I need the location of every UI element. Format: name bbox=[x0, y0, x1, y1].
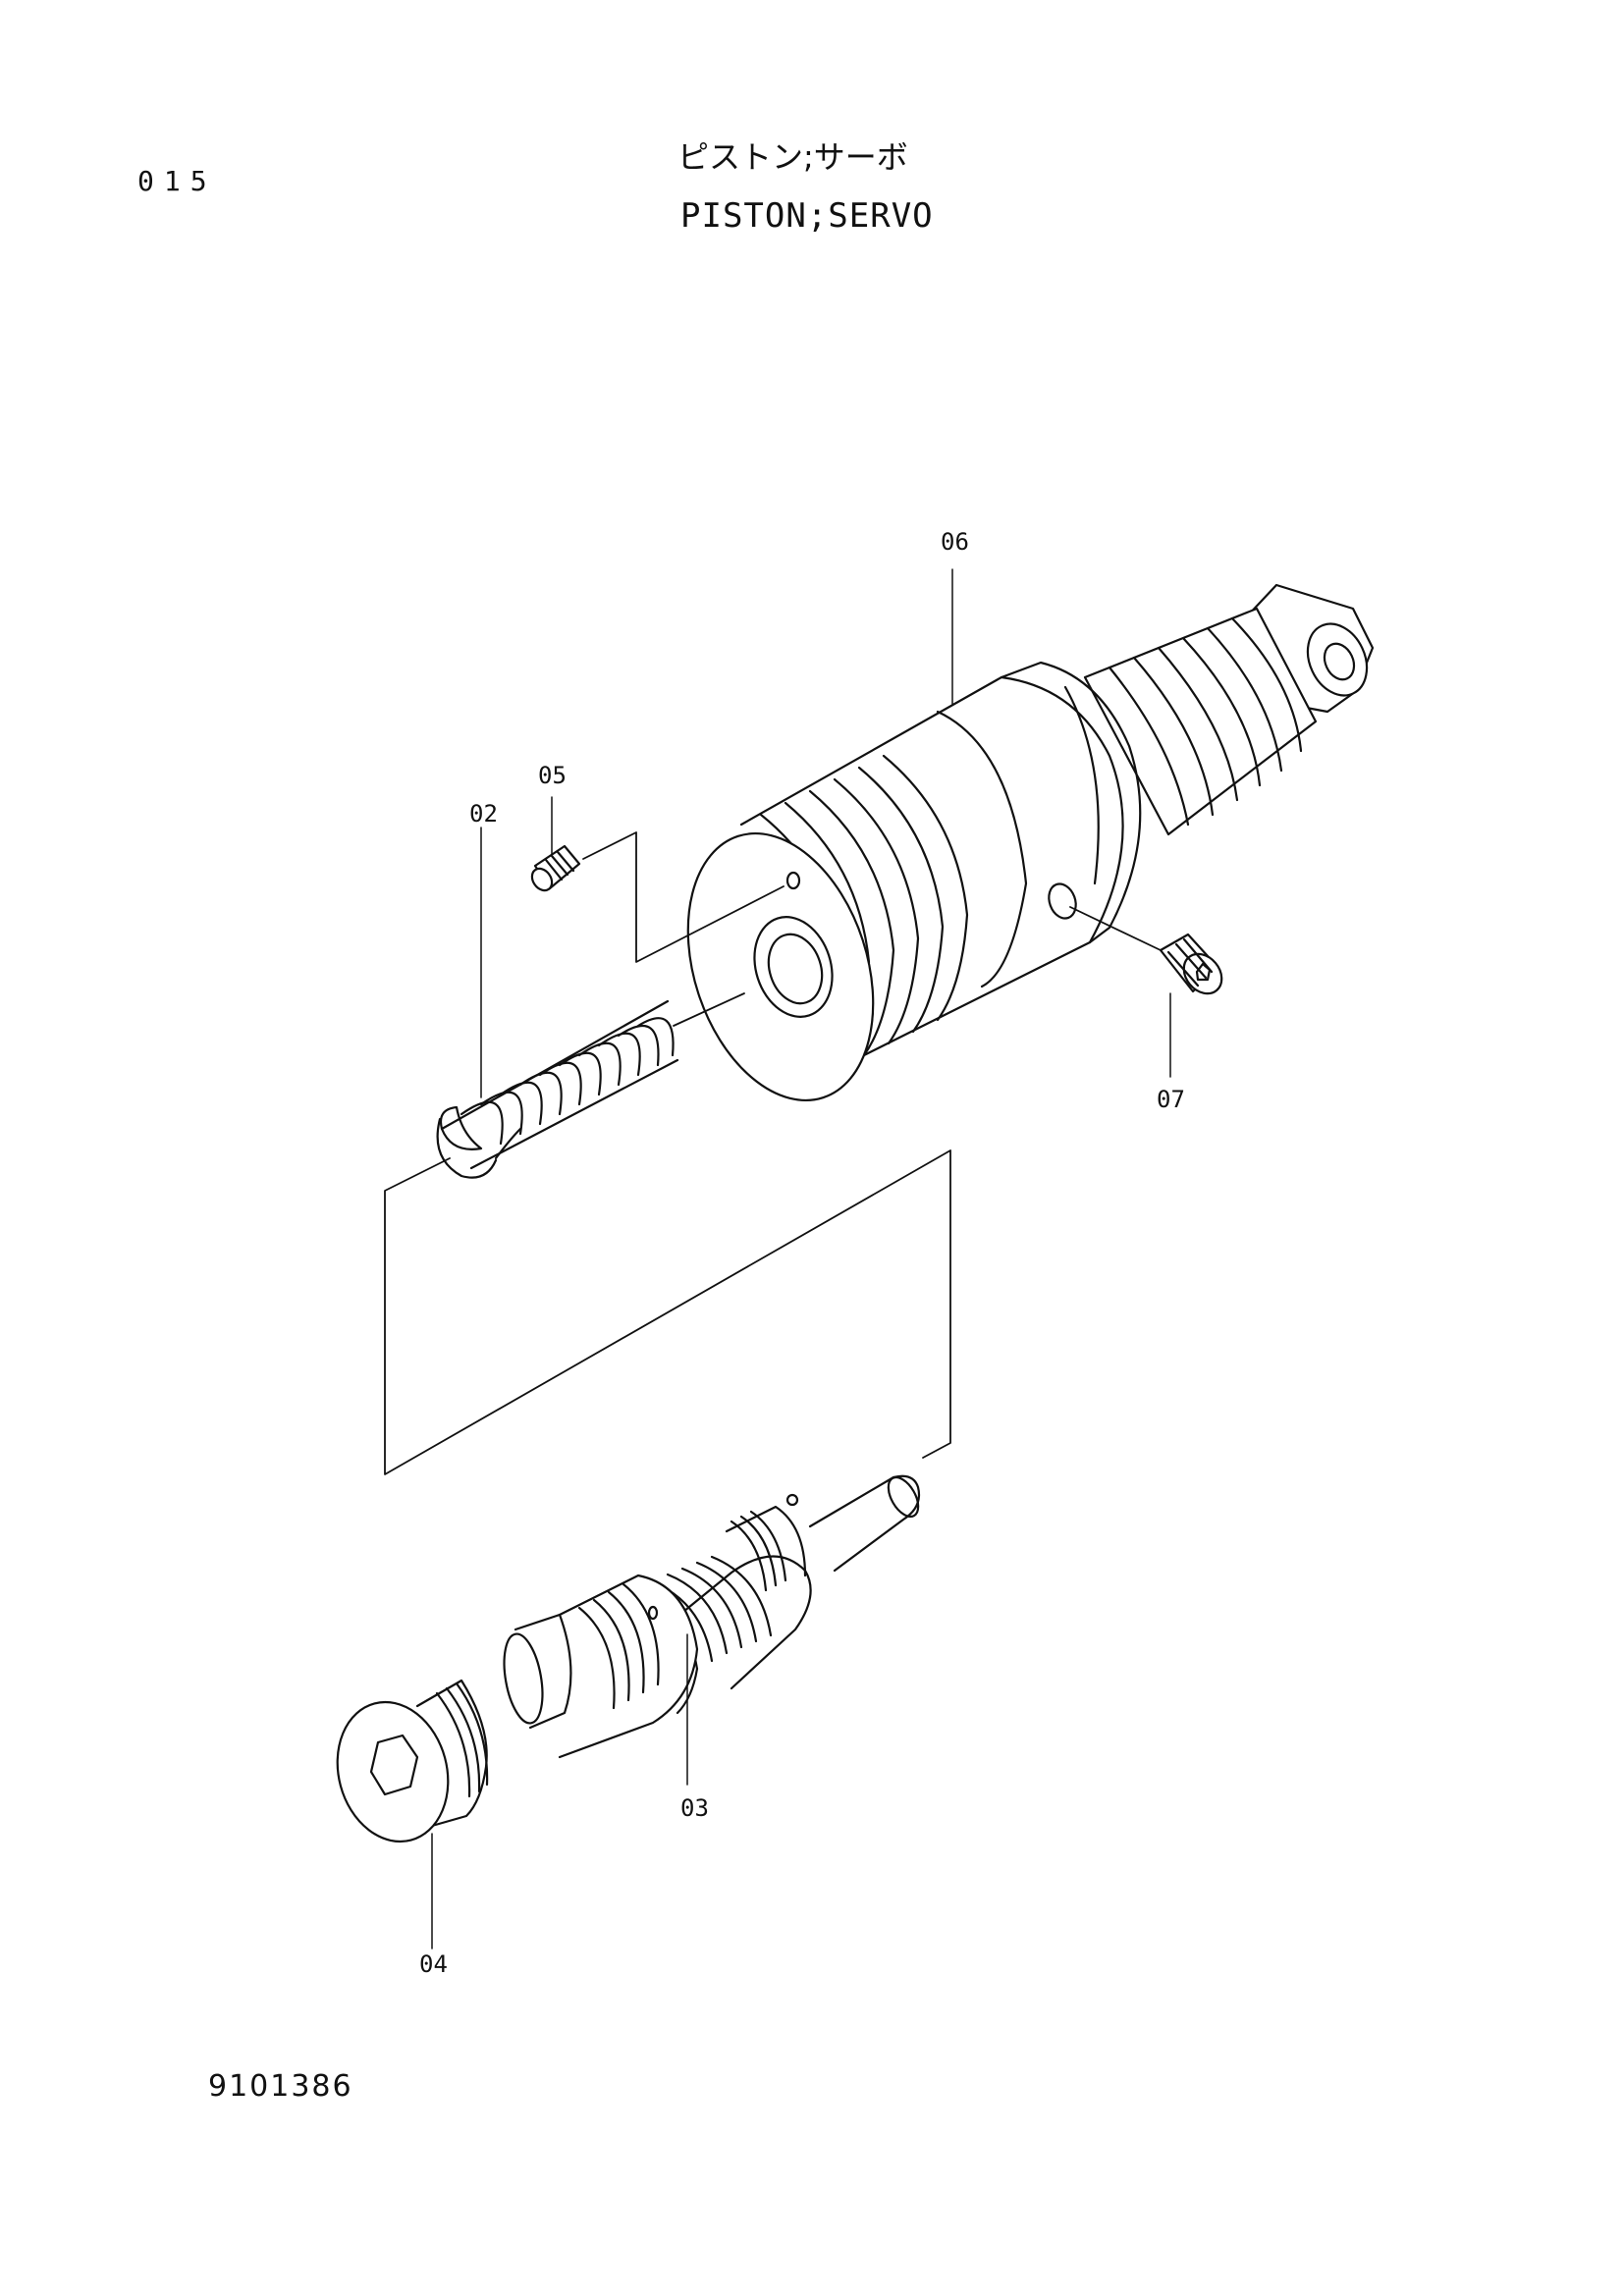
callout-03: 03 bbox=[680, 1794, 709, 1822]
callout-02: 02 bbox=[469, 800, 498, 828]
callout-07: 07 bbox=[1157, 1086, 1185, 1113]
title-japanese: ピストン;サーボ bbox=[677, 138, 908, 176]
callout-06: 06 bbox=[941, 528, 969, 556]
assembly-lines bbox=[384, 831, 1162, 1475]
title-english: PISTON;SERVO bbox=[680, 196, 934, 236]
callout-05: 05 bbox=[538, 762, 567, 789]
piston-body-part-06 bbox=[686, 583, 1375, 1101]
plug-part-04 bbox=[336, 1679, 489, 1843]
set-screw-part-07 bbox=[1159, 933, 1223, 995]
document-code: 9101386 bbox=[208, 2069, 353, 2104]
leader-lines bbox=[431, 568, 1171, 1949]
set-screw-part-05 bbox=[530, 844, 581, 892]
callout-04: 04 bbox=[419, 1950, 448, 1978]
spool-part-03 bbox=[503, 1474, 921, 1759]
page-number: 015 bbox=[137, 165, 217, 197]
spring-part-02 bbox=[436, 999, 679, 1179]
